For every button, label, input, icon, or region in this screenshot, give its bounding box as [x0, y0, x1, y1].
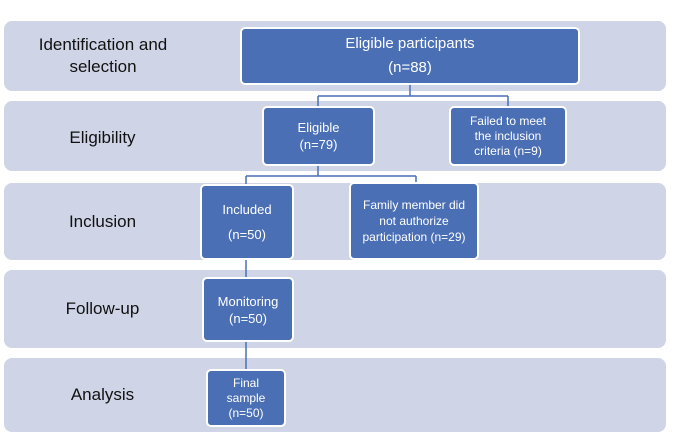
eligible-participants-box: Eligible participants (n=88) [240, 27, 580, 85]
failed-criteria-line1: Failed to meet [469, 113, 547, 128]
eligible-participants-count: (n=88) [388, 59, 432, 76]
stage-label-identification: Identification and selection [18, 34, 188, 78]
not-authorized-line2: not authorize [379, 214, 449, 228]
stage-band-follow-up [4, 270, 666, 348]
monitoring-title: Monitoring [217, 293, 279, 309]
final-sample-box: Final sample (n=50) [206, 369, 286, 427]
failed-criteria-line2: the inclusion [474, 128, 542, 143]
stage-label-identification-line1: Identification and [38, 35, 168, 54]
failed-criteria-line3: criteria (n=9) [474, 143, 542, 158]
not-authorized-box: Family member did not authorize particip… [349, 182, 479, 260]
eligible-box: Eligible (n=79) [262, 106, 375, 166]
included-title: Included [222, 202, 272, 217]
included-count: (n=50) [228, 227, 266, 242]
stage-label-identification-line2: selection [69, 57, 137, 76]
stage-band-inclusion [4, 183, 666, 260]
connector-participants-split [317, 84, 509, 106]
eligible-participants-title: Eligible participants [345, 35, 475, 52]
connector-eligible-split [245, 166, 417, 184]
stage-band-analysis [4, 358, 666, 432]
stage-label-analysis: Analysis [70, 385, 135, 404]
included-box: Included (n=50) [200, 184, 294, 260]
stage-label-inclusion: Inclusion [68, 212, 137, 231]
monitoring-count: (n=50) [229, 310, 267, 326]
final-sample-line1: Final [232, 375, 259, 390]
not-authorized-line1: Family member did [362, 198, 466, 212]
eligible-title: Eligible [297, 120, 340, 135]
monitoring-box: Monitoring (n=50) [202, 277, 294, 342]
final-sample-count: (n=50) [228, 405, 264, 420]
eligible-count: (n=79) [299, 137, 338, 152]
final-sample-line2: sample [226, 390, 266, 405]
stage-label-eligibility: Eligibility [69, 128, 136, 147]
stage-label-follow-up: Follow-up [65, 299, 140, 318]
not-authorized-line3: participation (n=29) [362, 230, 466, 244]
failed-criteria-box: Failed to meet the inclusion criteria (n… [449, 106, 567, 166]
